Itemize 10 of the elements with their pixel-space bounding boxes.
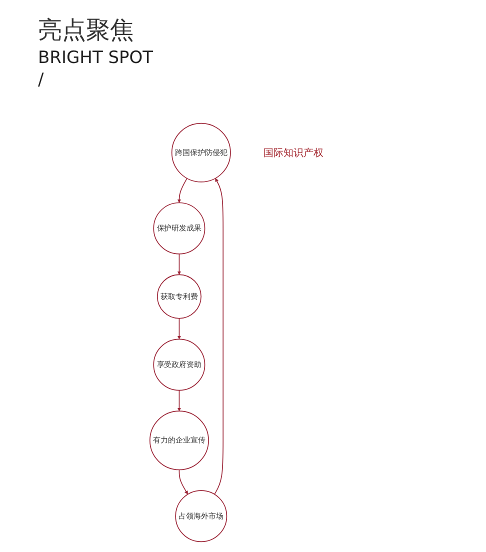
arrow	[177, 178, 188, 203]
arrow	[177, 318, 182, 340]
arrow	[178, 469, 188, 494]
arrow	[177, 254, 182, 275]
arrow	[177, 390, 182, 412]
arrow	[214, 178, 224, 495]
title: 亮点聚焦	[38, 15, 135, 46]
subtitle-label: /	[38, 70, 45, 90]
node-text: 国际知识产权	[264, 146, 324, 158]
subtitle-label: BRIGHT SPOT	[38, 48, 154, 68]
